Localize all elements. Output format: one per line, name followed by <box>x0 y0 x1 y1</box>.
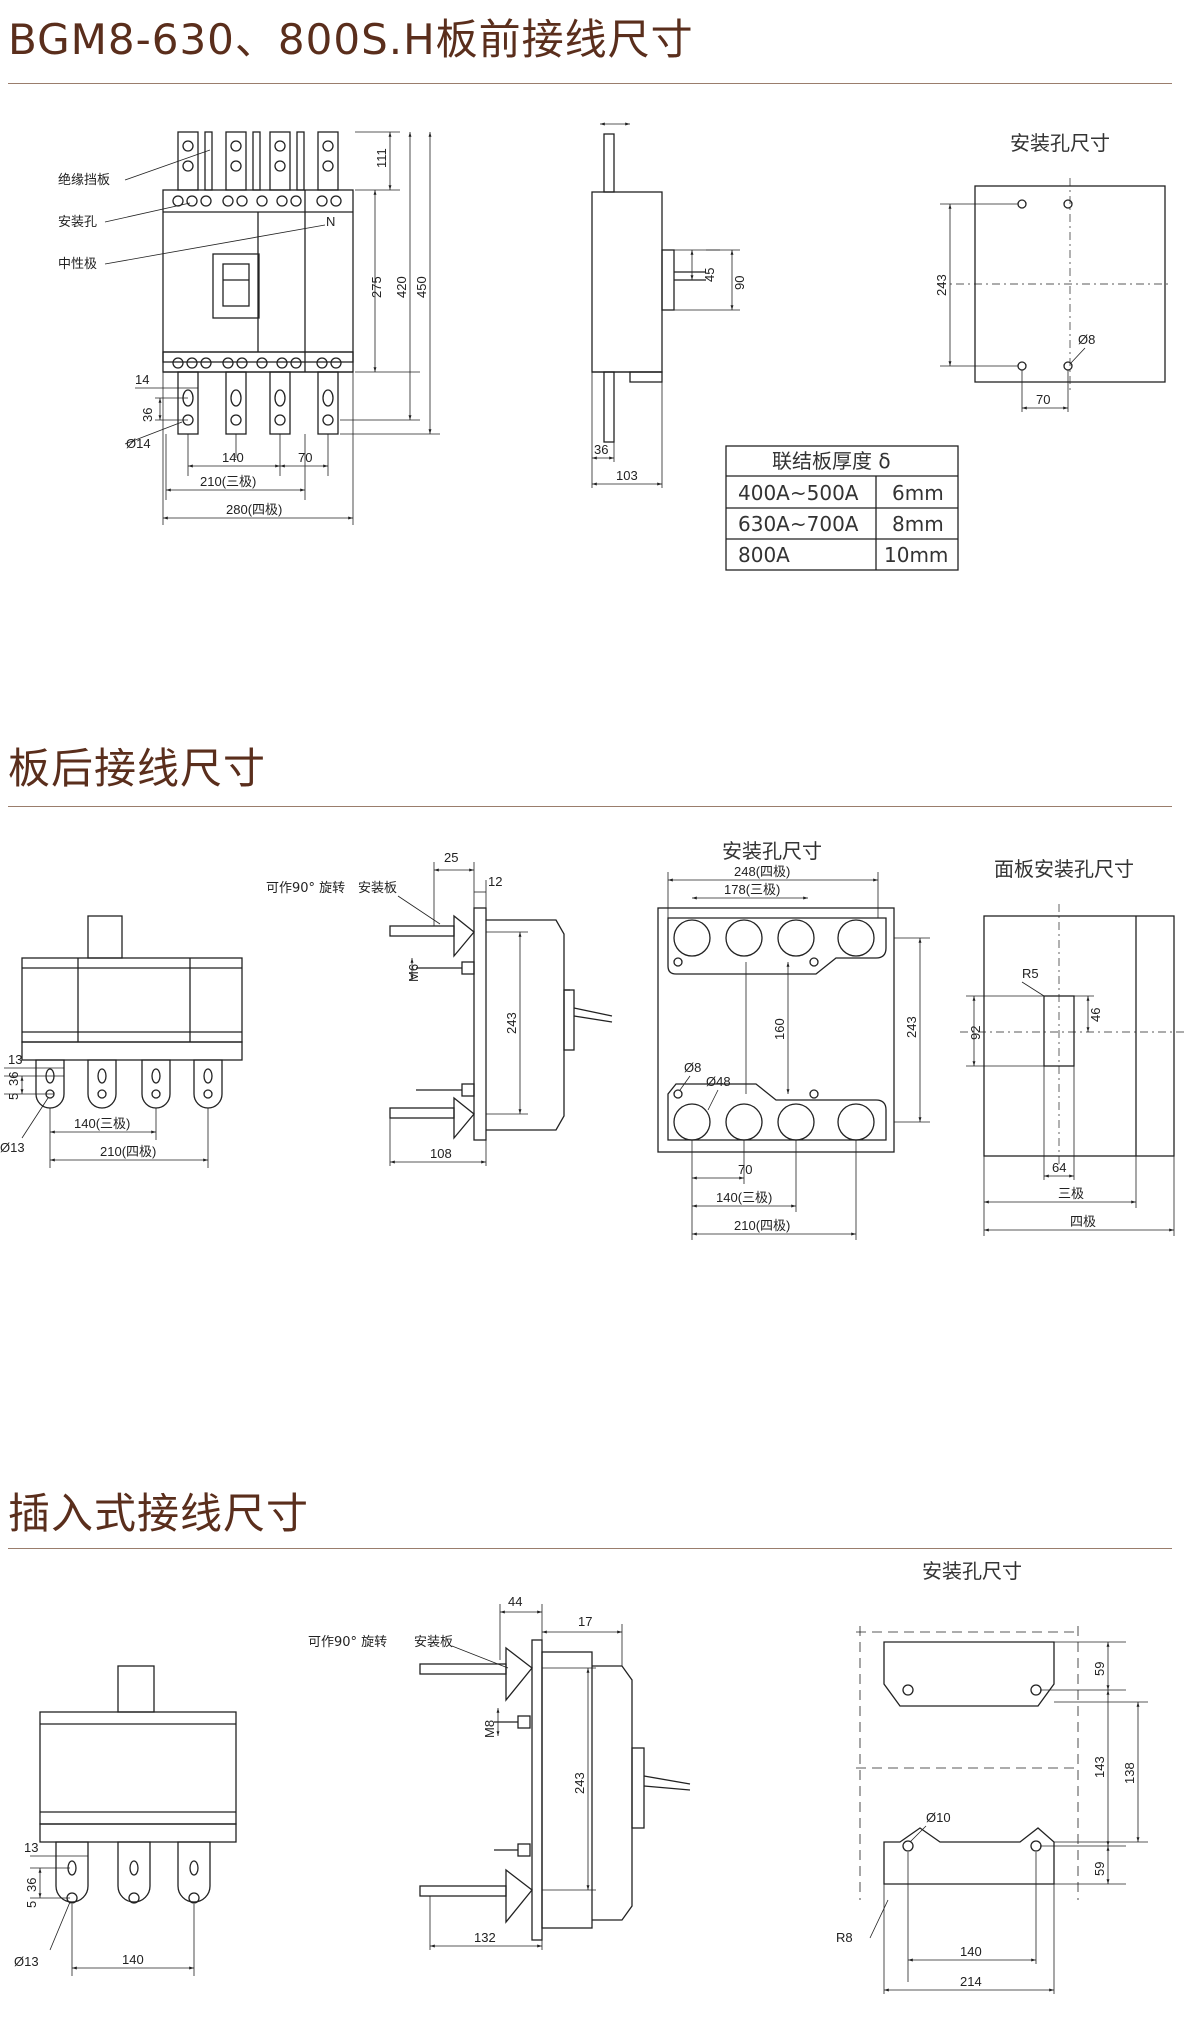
dim-140: 140(三极) <box>74 1116 130 1131</box>
caption-mount-holes: 安装孔尺寸 <box>1010 131 1110 155</box>
dim-140: 140(三极) <box>716 1190 772 1205</box>
dim-phi13: Ø13 <box>0 1140 25 1155</box>
dim-r8: R8 <box>836 1930 853 1945</box>
plugin-side-view-drawing <box>419 1604 691 1950</box>
rear-holes-drawing <box>657 872 930 1240</box>
dim-243: 243 <box>934 274 949 296</box>
dim-phi10: Ø10 <box>926 1810 951 1825</box>
dim-160: 160 <box>772 1018 787 1040</box>
dim-36: 36 <box>6 1072 21 1086</box>
dim-5: 5 <box>24 1901 39 1908</box>
dim-140: 140 <box>122 1952 144 1967</box>
dim-m6: M6 <box>406 964 421 982</box>
label-insulation-plate: 绝缘挡板 <box>58 172 110 188</box>
dim-phi48: Ø48 <box>706 1074 731 1089</box>
dim-44: 44 <box>508 1594 522 1609</box>
label-n: N <box>326 214 335 229</box>
divider <box>8 1548 1172 1549</box>
dim-12: 12 <box>488 874 502 889</box>
dim-243: 243 <box>904 1016 919 1038</box>
dim-36: 36 <box>140 408 155 422</box>
side-view-drawing <box>591 122 740 488</box>
caption-mount-holes: 安装孔尺寸 <box>922 1559 1022 1583</box>
dim-5: 5 <box>6 1093 21 1100</box>
dim-420: 420 <box>394 276 409 298</box>
panel-holes-drawing <box>960 904 1188 1236</box>
table-cell-thickness: 10mm <box>884 543 948 567</box>
dim-210: 210(三极) <box>200 474 256 489</box>
label-four-pole: 四极 <box>1070 1215 1096 1230</box>
dim-13: 13 <box>8 1052 22 1067</box>
divider <box>8 83 1172 84</box>
dim-70: 70 <box>738 1162 752 1177</box>
label-mount-plate: 安装板 <box>414 1635 453 1650</box>
label-mount-hole: 安装孔 <box>58 215 97 230</box>
dim-m8: M8 <box>482 1720 497 1738</box>
dim-214: 214 <box>960 1974 982 1989</box>
table-cell-thickness: 8mm <box>892 512 944 536</box>
dim-64: 64 <box>1052 1160 1066 1175</box>
dim-25: 25 <box>444 850 458 865</box>
dim-248: 248(四极) <box>734 864 790 879</box>
dim-70: 70 <box>298 450 312 465</box>
table-header: 联结板厚度 δ <box>772 449 891 473</box>
rear-front-view-drawing <box>4 915 243 1168</box>
divider <box>8 806 1172 807</box>
dim-111: 111 <box>374 148 389 168</box>
table-cell-range: 400A~500A <box>738 481 859 505</box>
dim-phi8: Ø8 <box>1078 332 1095 347</box>
dim-36: 36 <box>24 1878 39 1892</box>
dim-210: 210(四极) <box>734 1218 790 1233</box>
caption-mount-holes: 安装孔尺寸 <box>722 839 822 863</box>
dim-108: 108 <box>430 1146 452 1161</box>
dim-36-side: 36 <box>594 442 608 457</box>
plugin-front-view-drawing <box>30 1665 237 1976</box>
section-title-rear: 板后接线尺寸 <box>8 744 267 793</box>
dim-17: 17 <box>578 1614 592 1629</box>
dim-59-top: 59 <box>1092 1662 1107 1676</box>
dim-59-bottom: 59 <box>1092 1862 1107 1876</box>
dim-90: 90 <box>732 276 747 290</box>
label-three-pole: 三极 <box>1058 1187 1084 1202</box>
link-plate-table <box>725 445 959 571</box>
dim-phi14: Ø14 <box>126 436 151 451</box>
dim-92: 92 <box>968 1026 983 1040</box>
dim-243: 243 <box>504 1012 519 1034</box>
dim-14: 14 <box>135 372 149 387</box>
dim-280: 280(四极) <box>226 502 282 517</box>
dim-275: 275 <box>369 276 384 298</box>
dim-450: 450 <box>414 276 429 298</box>
dim-140: 140 <box>222 450 244 465</box>
table-cell-thickness: 6mm <box>892 481 944 505</box>
dim-143: 143 <box>1092 1756 1107 1778</box>
plugin-holes-drawing <box>856 1626 1148 1994</box>
label-rotate: 可作90° 旋转 <box>266 881 345 896</box>
dim-140: 140 <box>960 1944 982 1959</box>
label-rotate: 可作90° 旋转 <box>308 1635 387 1650</box>
table-cell-range: 800A <box>738 543 790 567</box>
dim-70-holes: 70 <box>1036 392 1050 407</box>
dim-13: 13 <box>24 1840 38 1855</box>
table-cell-range: 630A~700A <box>738 512 859 536</box>
dim-phi13: Ø13 <box>14 1954 39 1969</box>
dim-46: 46 <box>1088 1008 1103 1022</box>
mount-holes-drawing <box>938 178 1172 412</box>
dim-phi8: Ø8 <box>684 1060 701 1075</box>
label-neutral-pole: 中性极 <box>58 257 97 272</box>
dim-178: 178(三极) <box>724 882 780 897</box>
label-mount-plate: 安装板 <box>358 881 397 896</box>
section-title-front: BGM8-630、800S.H板前接线尺寸 <box>8 15 694 64</box>
dim-210: 210(四极) <box>100 1144 156 1159</box>
caption-panel-holes: 面板安装孔尺寸 <box>994 857 1134 881</box>
rear-side-view-drawing <box>389 862 613 1166</box>
dim-138: 138 <box>1122 1762 1137 1784</box>
dim-103: 103 <box>616 468 638 483</box>
front-view-drawing <box>104 131 440 525</box>
dim-243: 243 <box>572 1772 587 1794</box>
dim-45: 45 <box>702 268 717 282</box>
dim-r5: R5 <box>1022 966 1039 981</box>
dim-132: 132 <box>474 1930 496 1945</box>
section-title-plugin: 插入式接线尺寸 <box>8 1489 310 1538</box>
